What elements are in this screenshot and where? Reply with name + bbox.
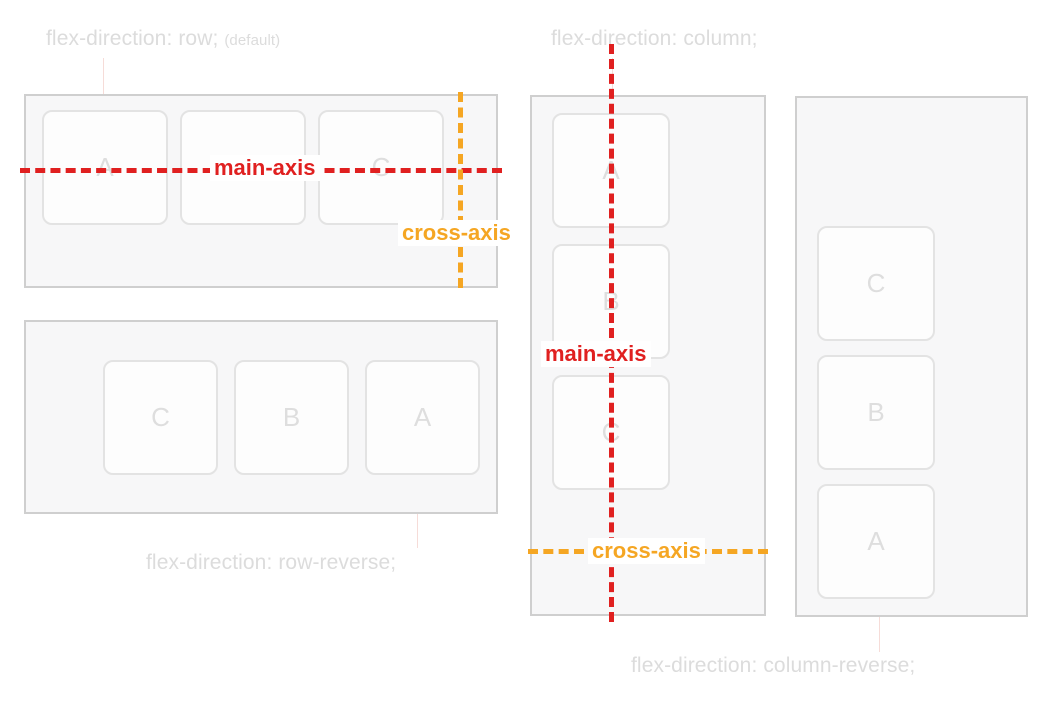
flex-item: B: [234, 359, 349, 475]
flex-container-column-reverse: A B C: [795, 96, 1028, 617]
cross-axis-label-column: cross-axis: [588, 538, 705, 564]
caption-column-text: flex-direction: column;: [551, 27, 758, 50]
flex-item: C: [103, 359, 218, 475]
leader-line-row-reverse: [417, 514, 418, 548]
caption-flex-direction-row-reverse: flex-direction: row-reverse;: [146, 551, 396, 575]
flex-item: B: [817, 355, 935, 470]
caption-flex-direction-row: flex-direction: row; (default): [46, 27, 280, 51]
caption-row-suffix: (default): [224, 32, 281, 49]
leader-line-column-reverse: [879, 617, 880, 652]
leader-line-row: [103, 58, 104, 95]
caption-column-reverse-text: flex-direction: column-reverse;: [631, 654, 916, 677]
flex-item: A: [817, 484, 935, 599]
flex-container-row: A B C: [24, 94, 498, 288]
flex-item: A: [42, 110, 168, 225]
cross-axis-label-row: cross-axis: [398, 220, 515, 246]
flex-item: C: [318, 110, 444, 225]
caption-flex-direction-column: flex-direction: column;: [551, 27, 758, 51]
flex-item: A: [552, 113, 670, 228]
flex-item: C: [817, 226, 935, 341]
flex-item: A: [365, 359, 480, 475]
main-axis-label-row: main-axis: [210, 155, 320, 181]
main-axis-label-column: main-axis: [541, 341, 651, 367]
leader-line-column: [612, 58, 613, 95]
caption-row-text: flex-direction: row;: [46, 27, 219, 50]
flex-item: C: [552, 375, 670, 490]
caption-row-reverse-text: flex-direction: row-reverse;: [146, 551, 397, 574]
caption-flex-direction-column-reverse: flex-direction: column-reverse;: [631, 654, 915, 678]
flex-container-row-reverse: A B C: [24, 320, 498, 514]
